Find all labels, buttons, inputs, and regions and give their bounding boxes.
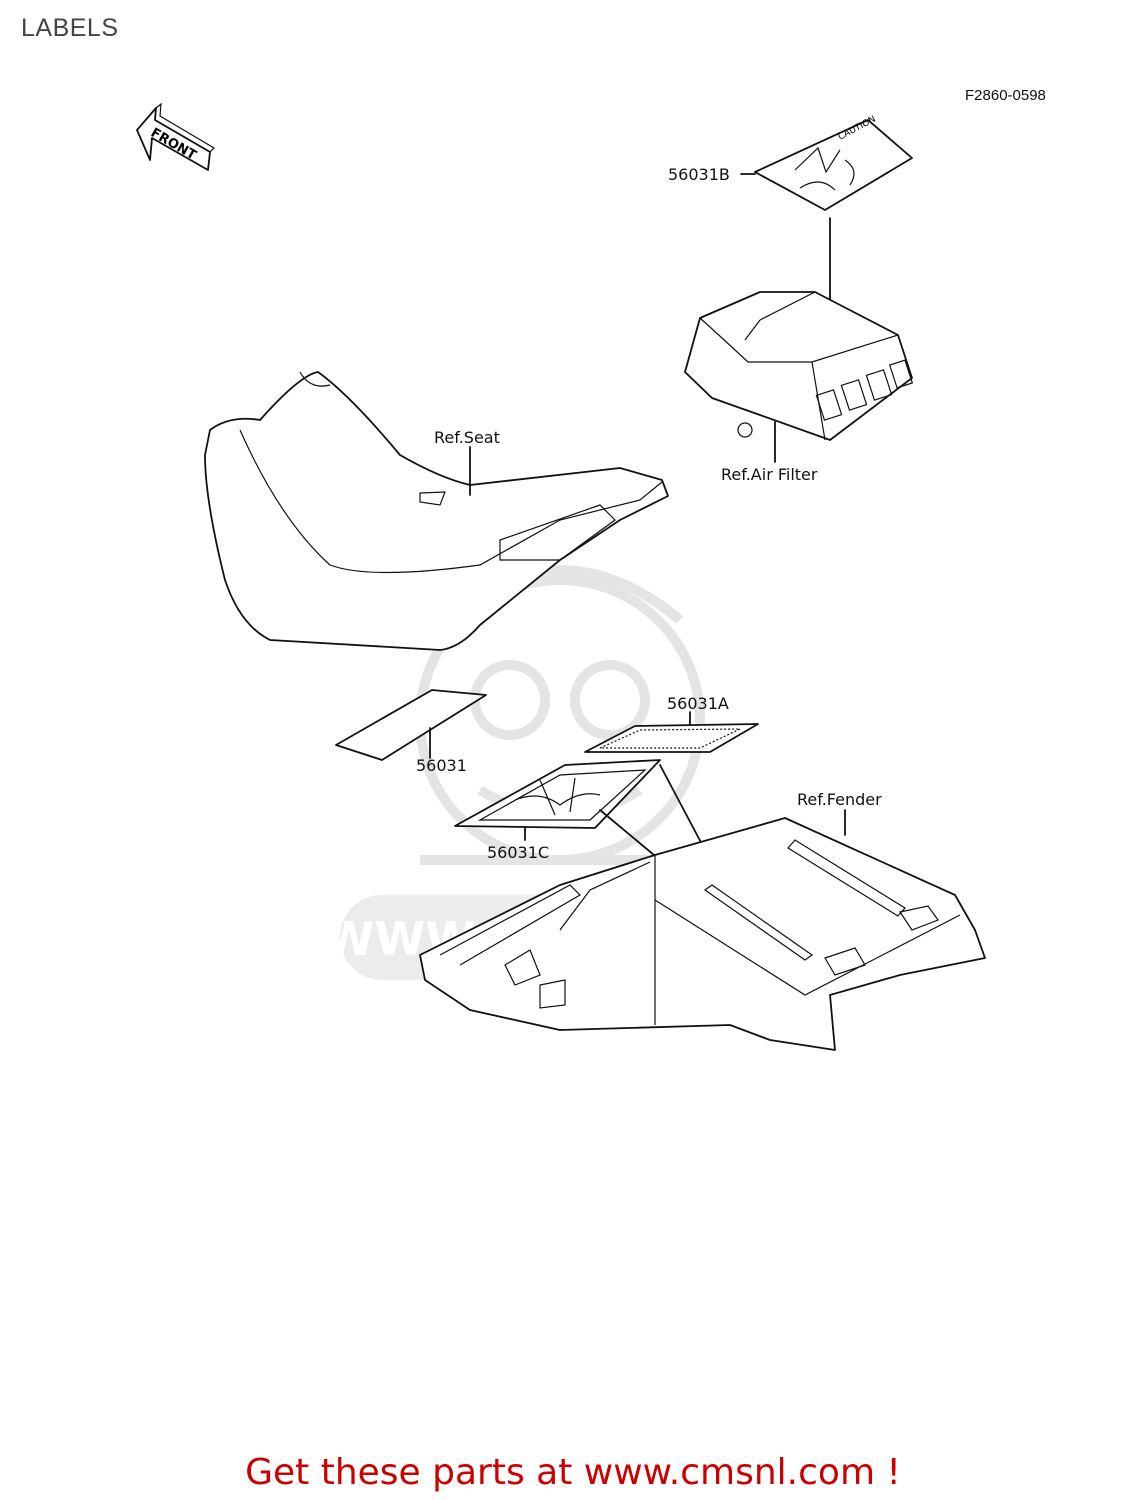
seat — [204, 371, 669, 651]
label-56031A-sticker — [584, 711, 759, 753]
callout-ref-air-filter: Ref.Air Filter — [721, 465, 818, 484]
front-arrow-icon: FRONT — [136, 102, 215, 171]
diagram-code: F2860-0598 — [965, 87, 1046, 104]
callout-ref-seat: Ref.Seat — [434, 428, 500, 447]
callout-56031C: 56031C — [487, 843, 550, 862]
callout-56031A: 56031A — [667, 694, 729, 713]
label-56031-sticker — [335, 689, 487, 761]
page-title: LABELS — [21, 14, 119, 42]
rear-fender — [419, 809, 986, 1051]
label-56031C-sticker — [454, 759, 706, 861]
air-filter-box — [684, 291, 914, 463]
callout-56031: 56031 — [416, 756, 467, 775]
callout-ref-fender: Ref.Fender — [797, 790, 882, 809]
footer-parts-link[interactable]: Get these parts at www.cmsnl.com ! — [245, 1452, 901, 1493]
callout-56031B: 56031B — [668, 165, 730, 184]
